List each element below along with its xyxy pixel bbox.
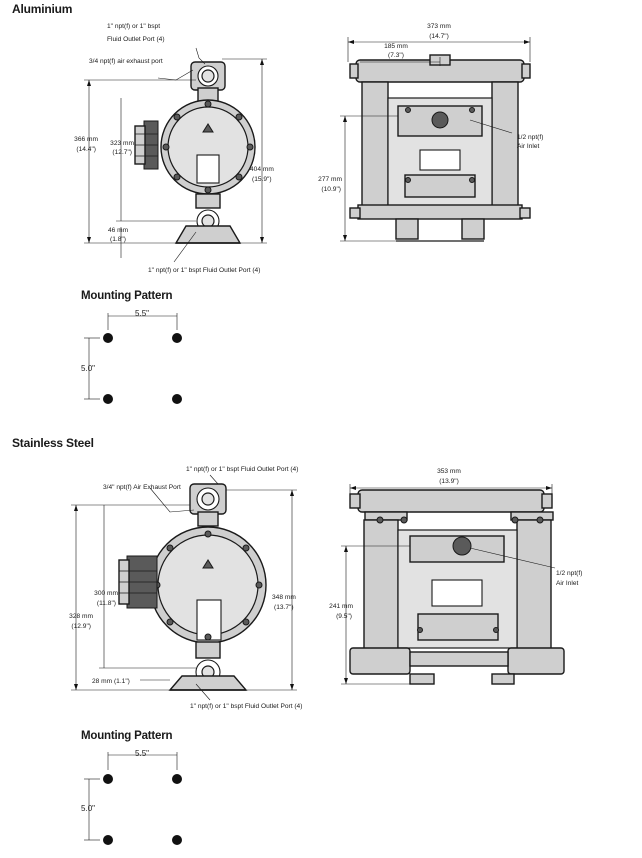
al-outlet-bottom-label: 1" npt(f) or 1" bspt Fluid Outlet Port (… xyxy=(148,267,260,274)
section-title-aluminium: Aluminium xyxy=(12,2,73,16)
section-title-stainless: Stainless Steel xyxy=(12,436,94,450)
mount-hole xyxy=(172,774,182,784)
ss-outlet-top-label: 1" npt(f) or 1" bspt Fluid Outlet Port (… xyxy=(186,466,298,473)
al-mount-horizontal: 5.5" xyxy=(135,309,149,318)
al-air-inlet-label-1: 1/2 npt(f) xyxy=(517,134,543,141)
ss-dim-right-in: (13.7") xyxy=(274,604,294,611)
al-front-half-in: (7.3") xyxy=(388,52,404,59)
mount-hole xyxy=(172,333,182,343)
al-front-height-mm: 277 mm xyxy=(318,176,342,183)
ss-mount-vertical: 5.0" xyxy=(81,804,95,813)
al-air-inlet-label-2: Air Inlet xyxy=(517,143,540,150)
ss-front-height-in: (9.5") xyxy=(336,613,352,620)
mount-hole xyxy=(103,835,113,845)
stainless-side-dimensions xyxy=(71,474,297,701)
al-dim-overall-mm: 366 mm xyxy=(74,136,98,143)
mount-hole xyxy=(103,394,113,404)
al-dim-center-in: (12.7") xyxy=(112,149,132,156)
al-dim-base-in: (1.8") xyxy=(110,236,126,243)
al-front-width-mm: 373 mm xyxy=(427,23,451,30)
al-mount-vertical: 5.0" xyxy=(81,364,95,373)
ss-front-height-mm: 241 mm xyxy=(329,603,353,610)
ss-dim-overall-in: (12.9") xyxy=(71,623,91,630)
al-outlet-top-label-2: Fluid Outlet Port (4) xyxy=(107,36,165,43)
ss-dim-overall-mm: 328 mm xyxy=(69,613,93,620)
ss-dim-base: 28 mm (1.1") xyxy=(92,678,130,685)
aluminium-side-view xyxy=(134,61,256,244)
aluminium-mounting-pattern xyxy=(84,313,182,404)
mount-hole xyxy=(103,333,113,343)
ss-exhaust-label: 3/4" npt(f) Air Exhaust Port xyxy=(103,484,181,491)
ss-air-inlet-label-1: 1/2 npt(f) xyxy=(556,570,582,577)
stainless-mounting-pattern xyxy=(84,752,182,845)
mount-hole xyxy=(172,394,182,404)
stainless-front-dimensions xyxy=(341,484,556,685)
aluminium-side-dimensions xyxy=(84,47,267,263)
ss-mount-horizontal: 5.5" xyxy=(135,749,149,758)
mount-hole xyxy=(103,774,113,784)
ss-air-inlet-label-2: Air Inlet xyxy=(556,580,579,587)
al-dim-center-mm: 323 mm xyxy=(110,140,134,147)
ss-dim-right-mm: 348 mm xyxy=(272,594,296,601)
ss-dim-center-mm: 300 mm xyxy=(94,590,118,597)
al-outlet-top-label-1: 1" npt(f) or 1" bspt xyxy=(107,23,160,30)
aluminium-front-view xyxy=(349,54,531,242)
mount-hole xyxy=(172,835,182,845)
al-dim-base-mm: 46 mm xyxy=(108,227,129,234)
stainless-side-view xyxy=(118,483,267,691)
ss-front-width-in: (13.9") xyxy=(439,478,459,485)
mounting-title-aluminium: Mounting Pattern xyxy=(81,290,173,302)
ss-outlet-bottom-label: 1" npt(f) or 1" bspt Fluid Outlet Port (… xyxy=(190,703,302,710)
ss-dim-center-in: (11.8") xyxy=(97,600,116,607)
ss-front-width-mm: 353 mm xyxy=(437,468,461,475)
al-dim-right-in: (15.9") xyxy=(252,176,272,183)
al-dim-right-mm: 404 mm xyxy=(250,166,274,173)
al-exhaust-label: 3/4 npt(f) air exhaust port xyxy=(89,58,163,65)
stainless-front-view xyxy=(349,489,565,685)
aluminium-front-dimensions xyxy=(340,37,531,242)
mounting-title-stainless: Mounting Pattern xyxy=(81,730,173,742)
al-front-half-mm: 185 mm xyxy=(384,43,408,50)
al-dim-overall-in: (14.4") xyxy=(76,146,96,153)
al-front-width-in: (14.7") xyxy=(429,33,449,40)
al-front-height-in: (10.9") xyxy=(321,186,341,193)
